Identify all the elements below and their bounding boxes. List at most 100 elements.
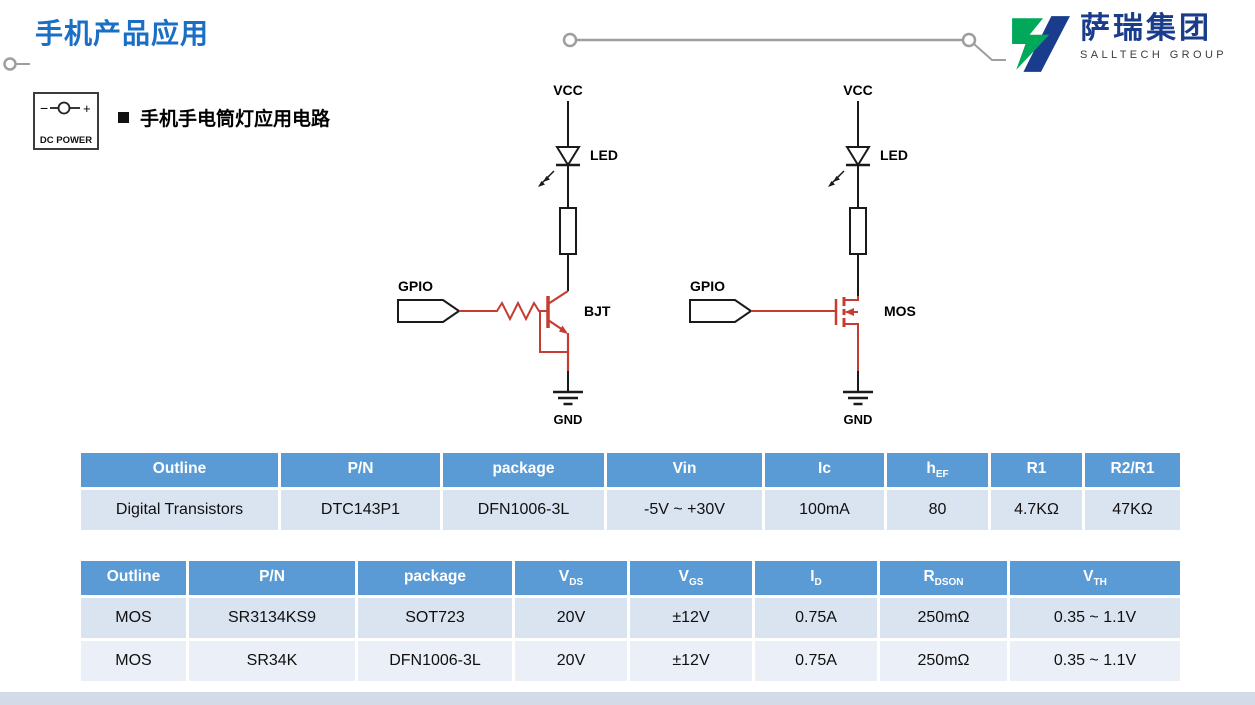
transistor-label: BJT (584, 303, 611, 319)
column-header: Outline (78, 558, 189, 598)
header-text: Outline (106, 567, 161, 585)
column-header: VGS (627, 558, 755, 598)
gpio-label: GPIO (690, 278, 725, 294)
header-text: I (810, 567, 815, 585)
table-header-row: Outline P/N package VDS VGS ID RDSON VTH (78, 558, 1183, 598)
bullet-square-icon (118, 112, 129, 123)
resistor-symbol (849, 207, 867, 255)
body-arrow-icon (845, 308, 854, 316)
section-heading-text: 手机手电筒灯应用电路 (140, 109, 331, 130)
table-cell: 0.75A (752, 595, 880, 641)
table-cell: 100mA (762, 487, 887, 533)
column-header: P/N (278, 450, 443, 490)
table-cell: 80 (884, 487, 991, 533)
mos-transistor-symbol (751, 296, 859, 371)
emitter-arrow-icon (559, 325, 568, 334)
table-row: MOS SR3134KS9 SOT723 20V ±12V 0.75A 250m… (78, 595, 1183, 641)
mos-flashlight-circuit: VCC LED GPIO MOS (689, 82, 916, 427)
decor-circle-right (961, 32, 977, 48)
decor-circle-left (562, 32, 578, 48)
table-cell: DTC143P1 (278, 487, 443, 533)
salltech-logo-icon (1012, 16, 1070, 72)
header-text: h (926, 459, 936, 477)
table-cell: 47KΩ (1082, 487, 1183, 533)
dc-power-label: DC POWER (39, 135, 93, 146)
logo-text-block: 萨瑞集团 SALLTECH GROUP (1080, 12, 1227, 61)
gpio-pin-symbol (689, 299, 753, 323)
vcc-label: VCC (843, 82, 873, 98)
table-cell: ±12V (627, 638, 755, 684)
section-heading: 手机手电筒灯应用电路 (118, 104, 330, 131)
dc-power-icon-box: − + DC POWER (33, 92, 99, 150)
table-cell: DFN1006-3L (355, 638, 515, 684)
header-text: V (678, 567, 689, 585)
ground-symbol (843, 390, 873, 406)
table-cell: 0.35 ~ 1.1V (1007, 638, 1183, 684)
led-label: LED (880, 147, 908, 163)
table-row: Digital Transistors DTC143P1 DFN1006-3L … (78, 487, 1183, 533)
mos-spec-table: Outline P/N package VDS VGS ID RDSON VTH… (78, 558, 1183, 684)
column-header: Ic (762, 450, 887, 490)
header-text: Ic (818, 459, 831, 477)
page-title: 手机产品应用 (35, 18, 210, 49)
header-text: Vin (672, 459, 697, 477)
header-text: P/N (259, 567, 285, 585)
company-name-cn: 萨瑞集团 (1080, 12, 1212, 45)
header-text: R (923, 567, 935, 585)
header-text: P/N (347, 459, 374, 477)
gpio-pin-symbol (397, 299, 461, 323)
header-subscript: DS (569, 577, 584, 589)
header-subscript: DSON (934, 577, 964, 589)
table-cell: 250mΩ (877, 595, 1010, 641)
table-cell: SOT723 (355, 595, 515, 641)
column-header: RDSON (877, 558, 1010, 598)
column-header: R1 (988, 450, 1085, 490)
bjt-transistor-symbol (459, 290, 570, 371)
header-text: package (403, 567, 467, 585)
table-cell: MOS (78, 638, 189, 684)
header-text: Outline (152, 459, 207, 477)
table-cell: DFN1006-3L (440, 487, 607, 533)
column-header: ID (752, 558, 880, 598)
resistor-symbol (559, 207, 577, 255)
bjt-flashlight-circuit: VCC LED GPIO BJT (397, 82, 618, 427)
transistor-label: MOS (884, 303, 916, 319)
column-header: Outline (78, 450, 281, 490)
company-logo: 萨瑞集团 SALLTECH GROUP (1010, 12, 1227, 74)
table-cell: 4.7KΩ (988, 487, 1085, 533)
table-cell: MOS (78, 595, 189, 641)
table-cell: SR34K (186, 638, 358, 684)
table-cell: 20V (512, 638, 630, 684)
column-header: VTH (1007, 558, 1183, 598)
column-header: R2/R1 (1082, 450, 1183, 490)
led-symbol (828, 146, 871, 187)
vcc-label: VCC (553, 82, 583, 98)
gnd-label: GND (554, 412, 583, 427)
header-text: package (492, 459, 555, 477)
header-subscript: GS (688, 577, 704, 589)
ground-symbol (553, 390, 583, 406)
led-emission-arrow-icon (538, 181, 545, 187)
gpio-label: GPIO (398, 278, 433, 294)
table-cell: 0.75A (752, 638, 880, 684)
header-subscript: TH (1093, 577, 1107, 589)
digital-transistor-spec-table: Outline P/N package Vin Ic hEF R1 R2/R1 … (78, 450, 1183, 533)
column-header: P/N (186, 558, 358, 598)
column-header: hEF (884, 450, 991, 490)
gnd-label: GND (844, 412, 873, 427)
table-header-row: Outline P/N package Vin Ic hEF R1 R2/R1 (78, 450, 1183, 490)
header-text: R2/R1 (1110, 459, 1155, 477)
application-circuit-diagrams: VCC LED GPIO BJT (397, 82, 916, 427)
company-name-en: SALLTECH GROUP (1080, 49, 1228, 61)
column-header: VDS (512, 558, 630, 598)
led-label: LED (590, 147, 618, 163)
column-header: package (355, 558, 515, 598)
header-text: V (558, 567, 570, 585)
dc-power-plug-icon: − + (40, 100, 91, 116)
table-cell: 250mΩ (877, 638, 1010, 684)
header-text: V (1083, 567, 1094, 585)
led-emission-arrow-icon (828, 181, 835, 187)
column-header: Vin (604, 450, 765, 490)
footer-strip (0, 692, 1255, 705)
table-cell: 0.35 ~ 1.1V (1007, 595, 1183, 641)
